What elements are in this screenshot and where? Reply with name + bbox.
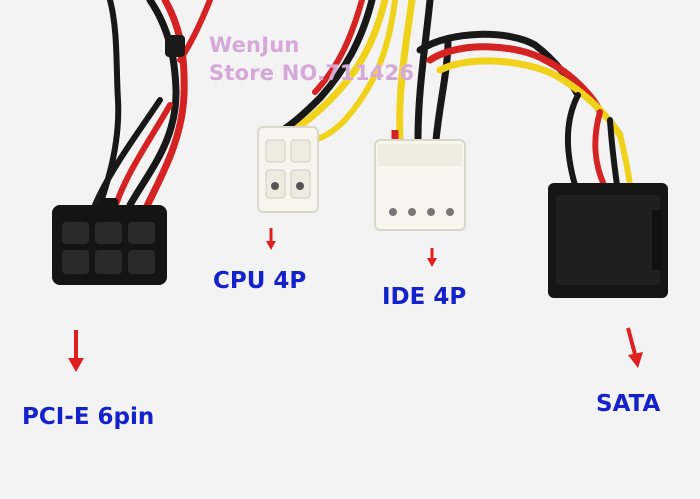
sata-cable-wires — [564, 92, 633, 188]
arrow-cpu — [266, 228, 276, 250]
label-cpu-4p: CPU 4P — [213, 268, 307, 294]
cpu-cable-wires — [279, 0, 398, 143]
pcie-6pin-connector — [52, 198, 167, 285]
watermark-line-2: Store NO.711426 — [209, 61, 415, 85]
ide-4p-connector — [374, 139, 466, 231]
pcie-cable-wires — [92, 0, 213, 214]
sata-connector — [548, 183, 668, 298]
label-sata: SATA — [596, 391, 661, 417]
cpu-4p-connector — [257, 126, 319, 213]
watermark-line-1: WenJun — [209, 33, 300, 57]
label-ide-4p: IDE 4P — [382, 284, 467, 310]
arrow-pcie — [68, 330, 84, 372]
arrow-ide — [427, 248, 437, 267]
ide-cable-wires — [391, 0, 624, 144]
label-pcie-6pin: PCI-E 6pin — [22, 404, 155, 430]
arrow-sata — [626, 327, 643, 368]
